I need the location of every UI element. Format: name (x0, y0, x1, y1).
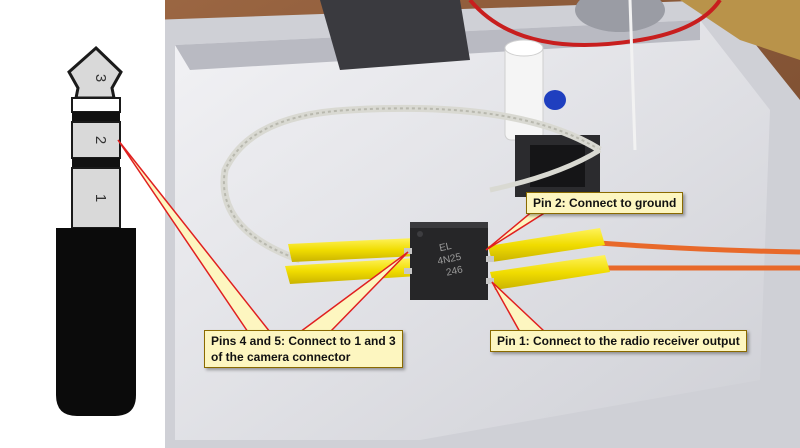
plug-segment-label-tip: 3 (92, 74, 109, 82)
red-wire (468, 0, 722, 47)
plug-segment-label-sleeve: 1 (92, 194, 109, 202)
callout-text: Pin 1: Connect to the radio receiver out… (497, 334, 740, 348)
heatshrink-right-top (488, 228, 605, 262)
white-wire-to-chip (489, 147, 602, 193)
plug-ring (71, 121, 121, 159)
chip-leg (486, 256, 494, 262)
standoff-top (504, 39, 544, 57)
audio-plug-diagram: 3 2 1 (56, 45, 136, 416)
callout-pins45-camera: Pins 4 and 5: Connect to 1 and 3 of the … (204, 330, 403, 368)
dark-component (320, 0, 470, 70)
heatshrink-right-bottom (490, 255, 610, 290)
chip-marking-1: EL (438, 241, 453, 254)
round-component (575, 0, 665, 32)
jack-socket-face (530, 145, 585, 187)
heatshrink-left-bottom (285, 258, 418, 284)
callout-pin1-receiver: Pin 1: Connect to the radio receiver out… (490, 330, 747, 352)
chip-leg (486, 278, 494, 284)
chip-marking-3: 246 (445, 264, 464, 278)
plug-segment-label-ring: 2 (92, 136, 109, 144)
plug-insulator-band (72, 158, 120, 168)
plug-insulator (71, 97, 121, 113)
chip-leg (404, 268, 412, 274)
chip-marking-2: 4N25 (437, 252, 463, 268)
callout-pin2-ground: Pin 2: Connect to ground (526, 192, 684, 214)
circuit-board (680, 0, 800, 60)
plug-insulator-band (72, 112, 120, 122)
plug-handle (56, 228, 136, 416)
white-wire-thin (628, 0, 637, 151)
callout-text-line-2: of the camera connector (211, 350, 351, 364)
heatshrink-left-top (288, 238, 418, 262)
optocoupler-chip: EL 4N25 246 (410, 222, 488, 300)
callout-text: Pin 2: Connect to ground (533, 196, 677, 210)
chip-leg (404, 248, 412, 254)
blue-led (544, 90, 566, 110)
callout-text-line-1: Pins 4 and 5: Connect to 1 and 3 (211, 334, 396, 348)
white-wire-loop (220, 104, 602, 264)
